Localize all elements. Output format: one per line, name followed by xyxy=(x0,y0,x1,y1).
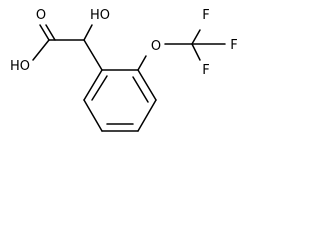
carbonyl-double-bond xyxy=(45,24,56,41)
fluorine-bond xyxy=(191,29,201,45)
ether-oxygen-bond xyxy=(137,55,147,71)
fluorine-right-label: F xyxy=(230,38,237,53)
fluorine-bottom-label: F xyxy=(202,63,209,78)
ring-inner-bond xyxy=(91,75,108,101)
acid-hydroxyl-label: HO xyxy=(10,59,30,74)
ring-inner-bond xyxy=(132,76,149,103)
alpha-carbon-bond xyxy=(83,39,103,71)
ring-bond xyxy=(137,69,157,101)
ring-bond xyxy=(83,99,103,132)
ether-oxygen-label: O xyxy=(151,39,161,54)
fluorine-top-label: F xyxy=(202,8,209,23)
benzene-ring xyxy=(83,69,157,132)
carbonyl-double-bond xyxy=(39,24,50,41)
ring-bond xyxy=(137,99,157,132)
ring-bond xyxy=(83,69,103,101)
hydroxyl-label: HO xyxy=(90,8,110,23)
fluorine-bond xyxy=(191,43,201,61)
carbonyl-oxygen-label: O xyxy=(36,8,46,23)
acid-hydroxyl-bond xyxy=(32,39,50,61)
hydroxyl-bond xyxy=(83,24,93,41)
molecule-structure: HO O HO O F F F xyxy=(10,8,238,132)
